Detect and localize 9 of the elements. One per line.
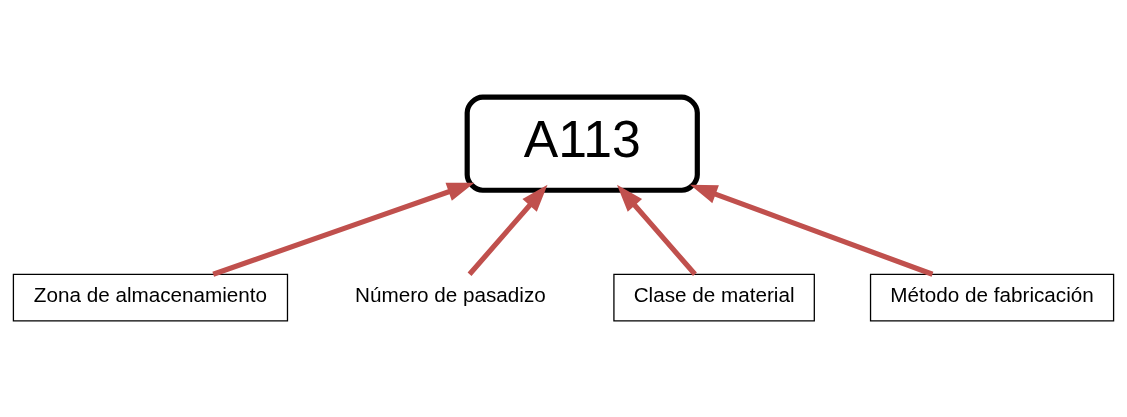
node-box: Método de fabricación	[869, 273, 1115, 321]
node-box: Zona de almacenamiento	[12, 273, 289, 321]
node-box: A113	[464, 94, 700, 193]
node-box: Clase de material	[613, 273, 815, 321]
node-text: Número de pasadizo	[355, 282, 546, 306]
arrow	[617, 184, 697, 276]
arrow	[690, 184, 934, 277]
arrow	[467, 184, 548, 276]
arrow	[212, 182, 475, 277]
